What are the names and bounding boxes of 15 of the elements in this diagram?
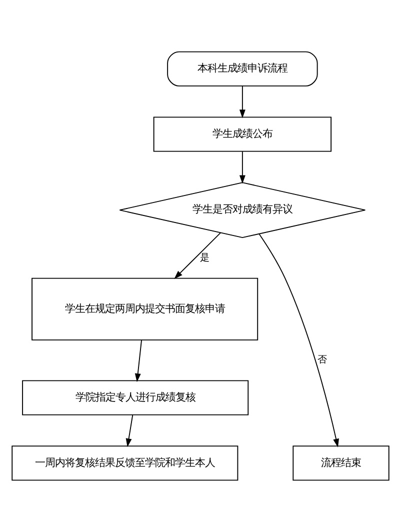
node-diamond: 学生是否对成绩有异议 bbox=[119, 182, 366, 238]
node-box: 本科生成绩申诉流程 bbox=[167, 50, 318, 86]
arrow bbox=[258, 233, 339, 447]
node-box: 一周内将复核结果反馈至学院和学生本人 bbox=[12, 445, 238, 480]
arrow bbox=[239, 150, 246, 184]
node-box: 学生成绩公布 bbox=[153, 116, 332, 152]
arrow bbox=[126, 414, 134, 447]
edge-label: 否 bbox=[318, 354, 327, 366]
edge-label: 是 bbox=[200, 252, 210, 263]
arrow bbox=[239, 85, 246, 118]
arrow bbox=[134, 339, 142, 382]
node-box: 学生在规定两周内提交书面复核申请 bbox=[32, 277, 258, 340]
arrow bbox=[174, 232, 221, 278]
node-box: 流程结束 bbox=[292, 445, 390, 480]
node-box: 学院指定专人进行成绩复核 bbox=[22, 380, 249, 415]
